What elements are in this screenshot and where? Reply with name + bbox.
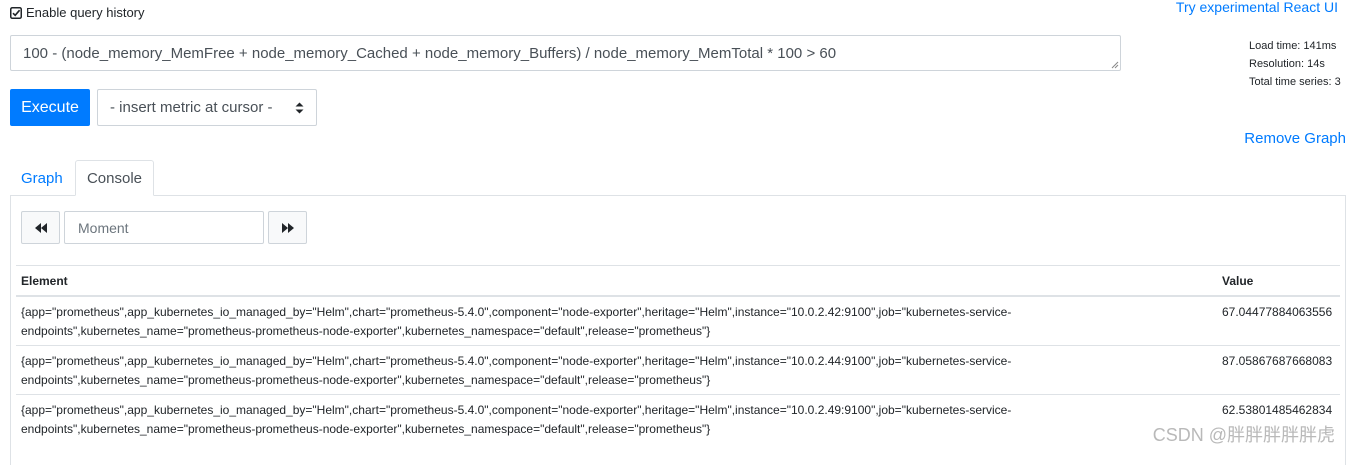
column-header-value: Value (1222, 274, 1254, 288)
metric-select-value: - insert metric at cursor - (110, 99, 273, 116)
tabs-divider (10, 195, 1346, 196)
resize-grip-icon[interactable] (1111, 61, 1119, 69)
history-label: Enable query history (26, 5, 145, 20)
console-panel (10, 195, 1346, 465)
total-series: Total time series: 3 (1249, 76, 1341, 88)
checkbox-checked-icon (10, 6, 22, 19)
react-ui-link[interactable]: Try experimental React UI (1175, 0, 1338, 15)
row-divider (16, 394, 1340, 395)
table-row-value: 67.04477884063556 (1222, 305, 1333, 319)
row-divider (16, 345, 1340, 346)
rewind-icon (34, 222, 47, 233)
resolution: Resolution: 14s (1249, 58, 1325, 70)
query-stats: Load time: 141ms Resolution: 14s Total t… (1249, 37, 1341, 91)
column-header-element: Element (21, 274, 68, 288)
table-row-element: {app="prometheus",app_kubernetes_io_mana… (21, 303, 1101, 341)
expression-text: 100 - (node_memory_MemFree + node_memory… (23, 44, 837, 62)
element-line: {app="prometheus",app_kubernetes_io_mana… (21, 354, 1012, 368)
moment-input[interactable]: Moment (64, 211, 264, 244)
metric-select[interactable]: - insert metric at cursor - (97, 89, 317, 126)
element-line: endpoints",kubernetes_name="prometheus-p… (21, 373, 711, 387)
element-line: endpoints",kubernetes_name="prometheus-p… (21, 324, 711, 338)
table-row-value: 62.53801485462834 (1222, 403, 1333, 417)
element-line: {app="prometheus",app_kubernetes_io_mana… (21, 305, 1012, 319)
expression-input[interactable]: 100 - (node_memory_MemFree + node_memory… (10, 35, 1121, 71)
tab-graph[interactable]: Graph (21, 170, 63, 187)
moment-back-button[interactable] (21, 211, 60, 244)
table-header-border (16, 295, 1340, 297)
element-line: {app="prometheus",app_kubernetes_io_mana… (21, 403, 1012, 417)
load-time: Load time: 141ms (1249, 40, 1337, 52)
moment-placeholder: Moment (78, 219, 129, 236)
fast-forward-icon (281, 222, 294, 233)
enable-query-history[interactable]: Enable query history (10, 5, 145, 20)
table-row-element: {app="prometheus",app_kubernetes_io_mana… (21, 401, 1101, 439)
tab-console[interactable]: Console (75, 160, 154, 196)
table-top-border (16, 265, 1340, 266)
updown-caret-icon (295, 102, 304, 114)
element-line: endpoints",kubernetes_name="prometheus-p… (21, 422, 711, 436)
table-row-value: 87.05867687668083 (1222, 354, 1333, 368)
table-row-element: {app="prometheus",app_kubernetes_io_mana… (21, 352, 1101, 390)
execute-button[interactable]: Execute (10, 89, 90, 126)
moment-forward-button[interactable] (268, 211, 307, 244)
remove-graph-link[interactable]: Remove Graph (1244, 130, 1346, 147)
watermark: CSDN @胖胖胖胖胖虎 (1152, 425, 1335, 445)
